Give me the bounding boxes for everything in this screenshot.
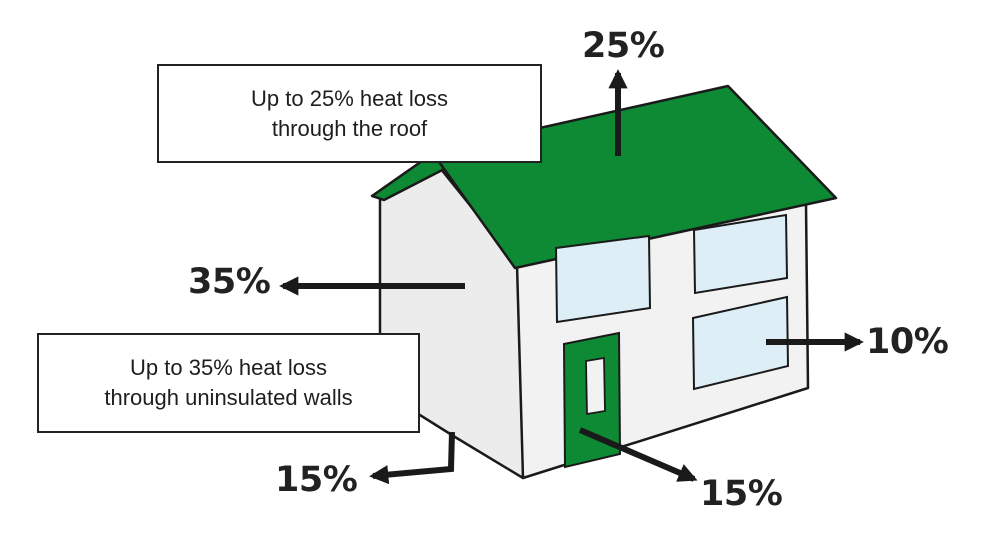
window-upper-left [554, 234, 652, 324]
roof-callout: Up to 25% heat loss through the roof [157, 64, 542, 163]
roof-percentage: 25% [582, 26, 665, 66]
door-arrow [578, 427, 698, 482]
door-window [585, 356, 606, 416]
walls-callout-line2: through uninsulated walls [104, 385, 353, 410]
floor-percentage: 15% [275, 460, 358, 500]
roof-callout-line2: through the roof [271, 115, 428, 141]
windows-percentage: 10% [866, 322, 949, 362]
walls-callout: Up to 35% heat loss through uninsulated … [37, 333, 420, 433]
window-upper-right [692, 213, 789, 295]
floor-arrow [369, 431, 455, 485]
window-lower-right [691, 295, 790, 391]
roof-callout-line1: Up to 25% heat loss [251, 85, 448, 111]
walls-percentage: 35% [188, 262, 271, 302]
door-percentage: 15% [700, 474, 783, 514]
walls-callout-line1: Up to 35% heat loss [130, 355, 327, 380]
